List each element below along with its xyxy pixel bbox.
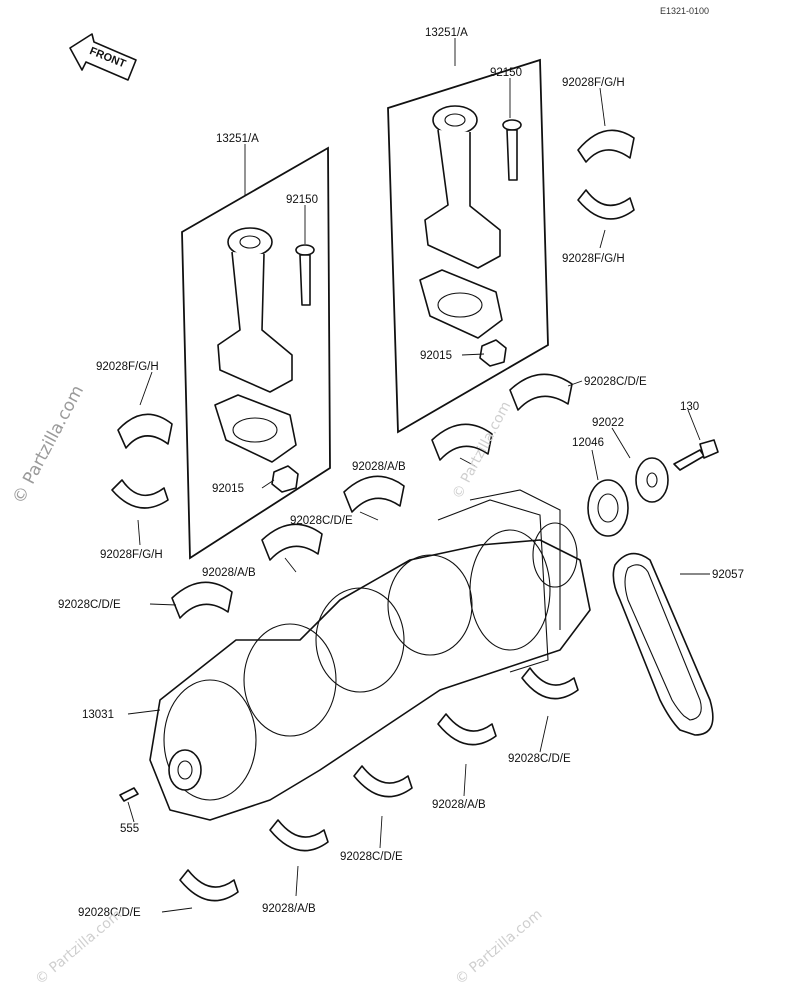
lower-bearing-shell-5: [179, 869, 239, 902]
label-main-bearing-5: 92028C/D/E: [58, 599, 121, 611]
main-bearing-shell-5: [171, 581, 233, 619]
watermark-main: © Partzilla.com: [9, 382, 88, 507]
label-rod-bearing-top-right-lower: 92028F/G/H: [562, 253, 625, 265]
label-rod-bolt-left: 92150: [286, 194, 318, 206]
label-lower-bearing-5: 92028C/D/E: [78, 907, 141, 919]
rod-bolt-left: [295, 244, 315, 306]
label-crankshaft: 13031: [82, 709, 114, 721]
label-main-bearing-1: 92028C/D/E: [584, 376, 647, 388]
label-main-bearing-3: 92028C/D/E: [290, 515, 353, 527]
lower-bearing-shell-1: [521, 667, 579, 700]
label-rod-bearing-left-lower: 92028F/G/H: [100, 549, 163, 561]
pin: [119, 787, 139, 802]
main-bearing-shell-3: [343, 475, 405, 513]
label-sprocket: 12046: [572, 437, 604, 449]
rod-assembly-right-frame: [387, 58, 549, 434]
main-bearing-shell-1: [509, 373, 573, 411]
label-rod-assy-left: 13251/A: [216, 133, 259, 145]
label-lower-bearing-3: 92028C/D/E: [340, 851, 403, 863]
rod-assembly-left-frame: [181, 146, 331, 560]
label-main-bearing-2: 92028/A/B: [352, 461, 406, 473]
rod-nut-left: [271, 465, 299, 493]
label-chain: 92057: [712, 569, 744, 581]
lower-bearing-shell-4: [269, 819, 329, 852]
label-rod-bearing-top-right-upper: 92028F/G/H: [562, 77, 625, 89]
label-washer: 92022: [592, 417, 624, 429]
lower-bearing-shell-3: [353, 765, 413, 798]
front-arrow-icon: FRONT: [69, 33, 137, 81]
connecting-rod-left: [214, 227, 297, 463]
bolt: [673, 439, 719, 471]
watermark-bottom-right: © Partzilla.com: [452, 906, 545, 988]
bearing-shell-left-upper: [117, 413, 173, 449]
label-rod-bearing-left-upper: 92028F/G/H: [96, 361, 159, 373]
rod-bolt-right: [502, 119, 522, 181]
label-main-bearing-4: 92028/A/B: [202, 567, 256, 579]
bearing-shell-left-lower: [111, 479, 169, 509]
drawing-code: E1321-0100: [660, 6, 709, 16]
rod-nut-right: [479, 339, 507, 367]
label-rod-nut-left: 92015: [212, 483, 244, 495]
watermark-center: © Partzilla.com: [449, 399, 514, 502]
label-lower-bearing-1: 92028C/D/E: [508, 753, 571, 765]
leader-lines: [127, 38, 710, 913]
crank-end-gear: [168, 749, 202, 791]
label-pin: 555: [120, 823, 139, 835]
label-bolt: 130: [680, 401, 699, 413]
label-rod-nut-right: 92015: [420, 350, 452, 362]
label-lower-bearing-4: 92028/A/B: [262, 903, 316, 915]
label-lower-bearing-2: 92028/A/B: [432, 799, 486, 811]
label-rod-assy-right: 13251/A: [425, 27, 468, 39]
crankshaft: [149, 489, 591, 821]
main-bearing-shell-2: [431, 423, 493, 461]
bearing-shell-top-right-upper: [577, 129, 635, 163]
connecting-rod-right: [419, 105, 503, 339]
lower-bearing-shell-2: [437, 713, 497, 746]
cam-chain: [612, 552, 714, 736]
main-bearing-shell-4: [261, 523, 323, 561]
label-rod-bolt-right: 92150: [490, 67, 522, 79]
bearing-shell-top-right-lower: [577, 189, 635, 220]
sprocket: [587, 479, 629, 537]
washer: [635, 457, 669, 503]
